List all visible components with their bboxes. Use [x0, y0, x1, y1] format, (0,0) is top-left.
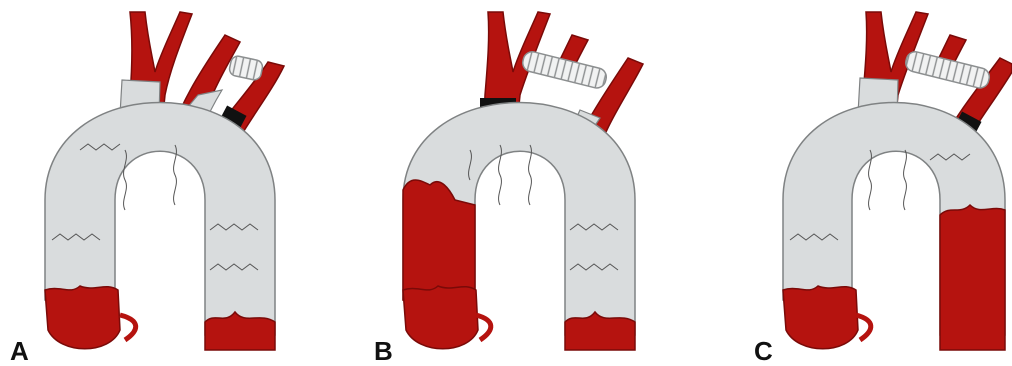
panel-b: [403, 12, 643, 350]
panel-label-b: B: [374, 338, 393, 364]
aortic-root: [403, 286, 478, 349]
aortic-root: [783, 286, 858, 349]
panel-c: [783, 12, 1012, 350]
panel-label-c: C: [754, 338, 773, 364]
coronary-artery: [120, 315, 136, 340]
descending-aorta-native: [940, 205, 1005, 350]
carotid-subclavian-bypass-graft: [228, 55, 263, 81]
panel-a: [45, 12, 284, 350]
descending-aorta-distal: [205, 312, 275, 350]
panel-label-a: A: [10, 338, 29, 364]
descending-aorta-distal: [565, 312, 635, 350]
aortic-root: [45, 286, 120, 349]
